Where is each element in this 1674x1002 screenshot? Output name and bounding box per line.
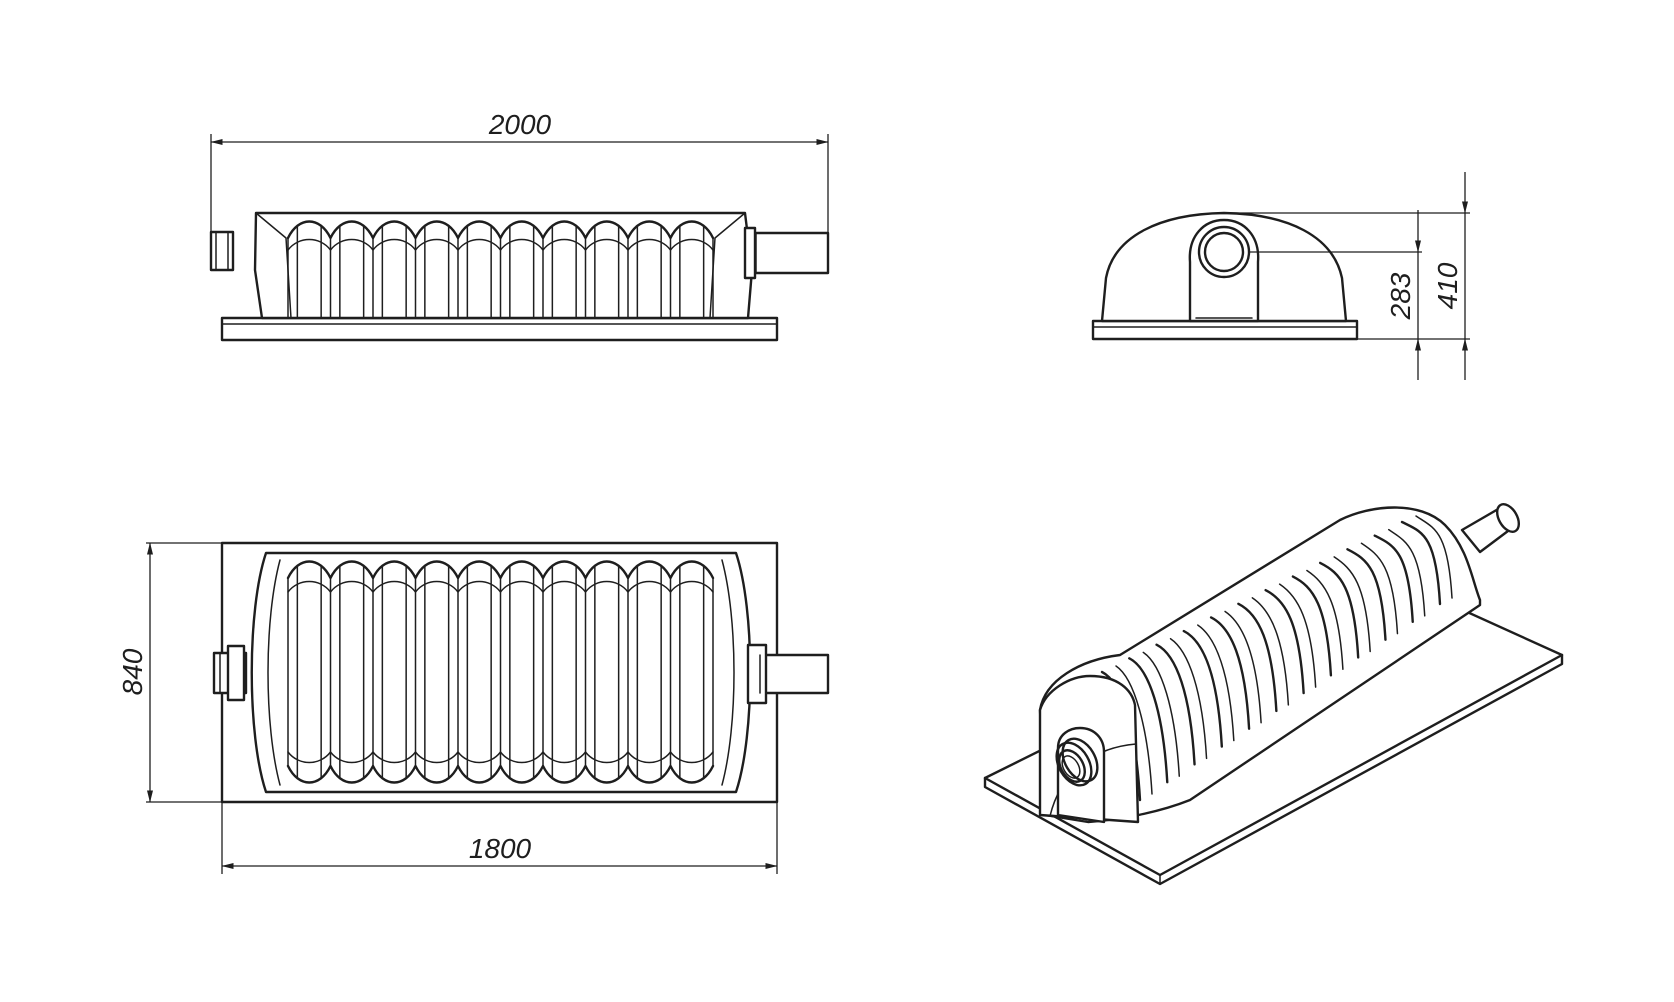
dim-label-2000: 2000: [488, 109, 552, 140]
dim-label-283: 283: [1385, 272, 1416, 320]
dim-label-410: 410: [1432, 262, 1463, 309]
dim-label-840: 840: [117, 648, 148, 695]
top-view: [212, 541, 830, 804]
iso-ribs: [1100, 515, 1453, 802]
dimension-base-length: 1800: [221, 802, 778, 874]
front-view: [209, 211, 830, 342]
top-ribs: [286, 560, 715, 784]
dim-label-1800: 1800: [469, 833, 532, 864]
dimension-overall-length: 2000: [210, 109, 829, 233]
dimension-heights: 283 410: [1224, 172, 1470, 380]
isometric-view: [983, 503, 1564, 886]
side-view: [1091, 211, 1359, 341]
dimension-width: 840: [117, 542, 222, 803]
front-ribs: [286, 220, 715, 319]
